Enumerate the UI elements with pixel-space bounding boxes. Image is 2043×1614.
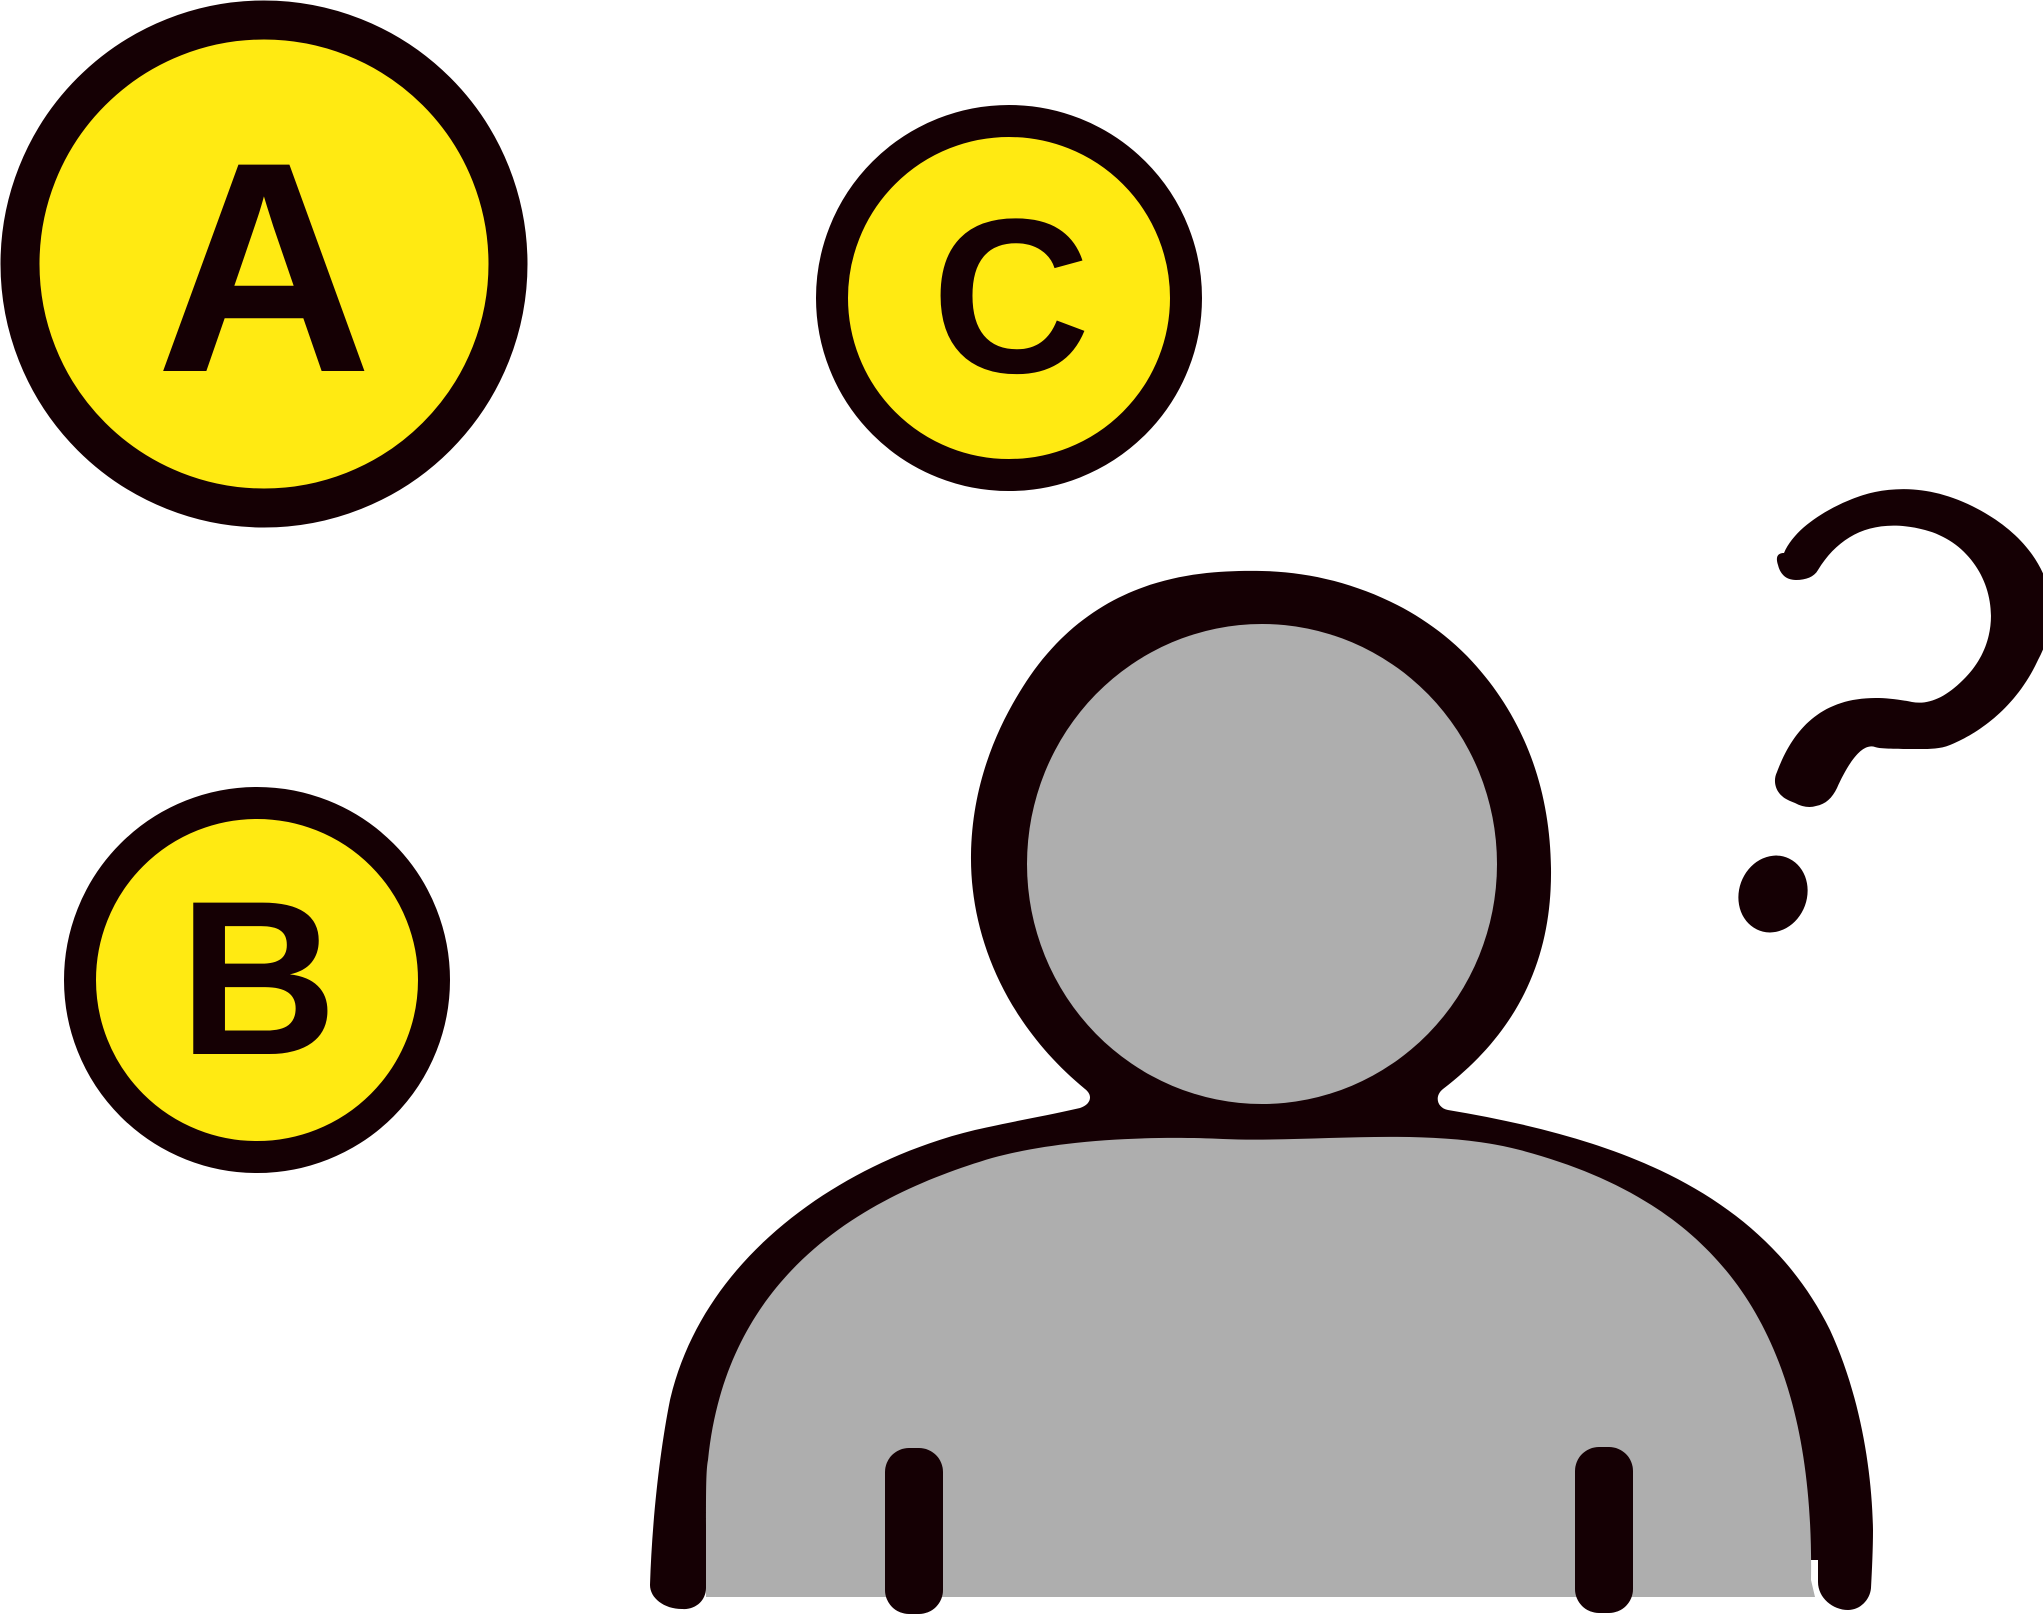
- question-mark-hook: [1774, 489, 2043, 807]
- person-left-arm-line: [885, 1448, 943, 1614]
- person-body-fill: [706, 1136, 1815, 1597]
- person-silhouette-icon: [650, 570, 1873, 1614]
- option-b-badge: B: [64, 787, 450, 1173]
- person-right-arm-line: [1575, 1447, 1633, 1613]
- option-a-badge: A: [0, 0, 528, 528]
- option-c-badge: C: [816, 105, 1202, 491]
- option-b-circle: [64, 787, 450, 1173]
- person-head: [1027, 624, 1497, 1104]
- option-a-circle: [0, 0, 528, 528]
- option-c-letter: C: [932, 173, 1091, 419]
- option-a-letter: A: [156, 99, 373, 435]
- question-mark-icon: [1738, 489, 2043, 933]
- option-b-letter: B: [179, 855, 338, 1101]
- question-mark-dot: [1738, 855, 1808, 933]
- option-c-circle: [816, 105, 1202, 491]
